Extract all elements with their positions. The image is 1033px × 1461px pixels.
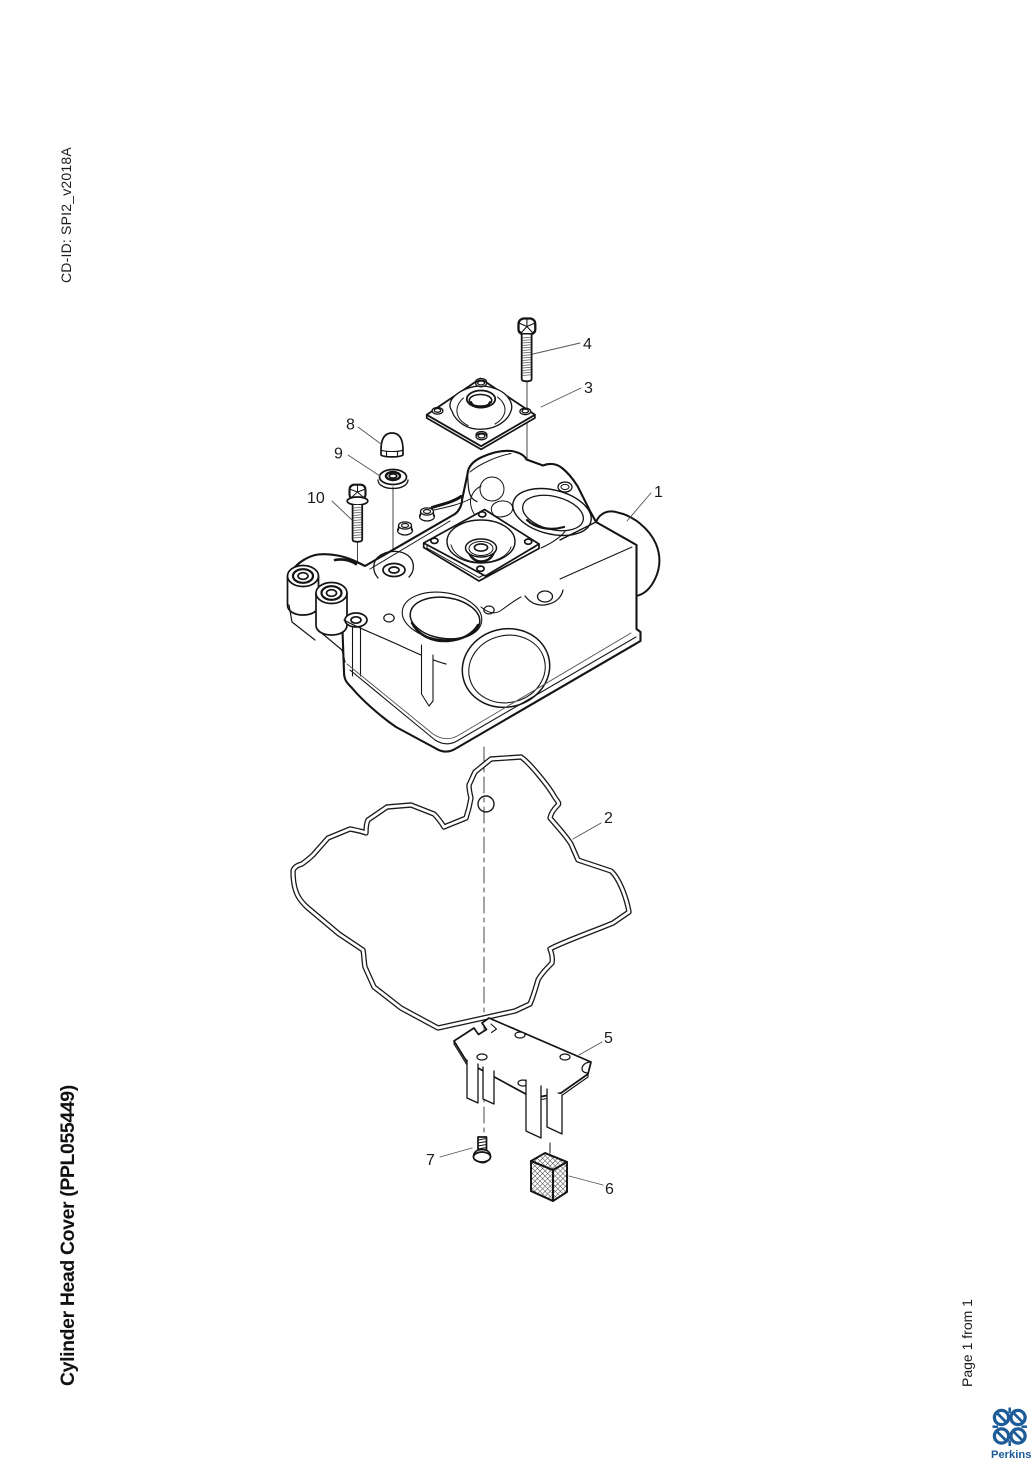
svg-text:3: 3 [584, 380, 593, 397]
svg-text:7: 7 [426, 1152, 435, 1169]
svg-text:4: 4 [583, 336, 592, 353]
svg-text:1: 1 [654, 484, 663, 501]
svg-text:9: 9 [334, 446, 343, 463]
svg-text:Perkins: Perkins [991, 1449, 1031, 1461]
svg-text:10: 10 [307, 490, 325, 507]
svg-text:8: 8 [346, 417, 355, 434]
svg-text:5: 5 [604, 1030, 613, 1047]
svg-text:6: 6 [605, 1181, 614, 1198]
svg-text:2: 2 [604, 810, 613, 827]
